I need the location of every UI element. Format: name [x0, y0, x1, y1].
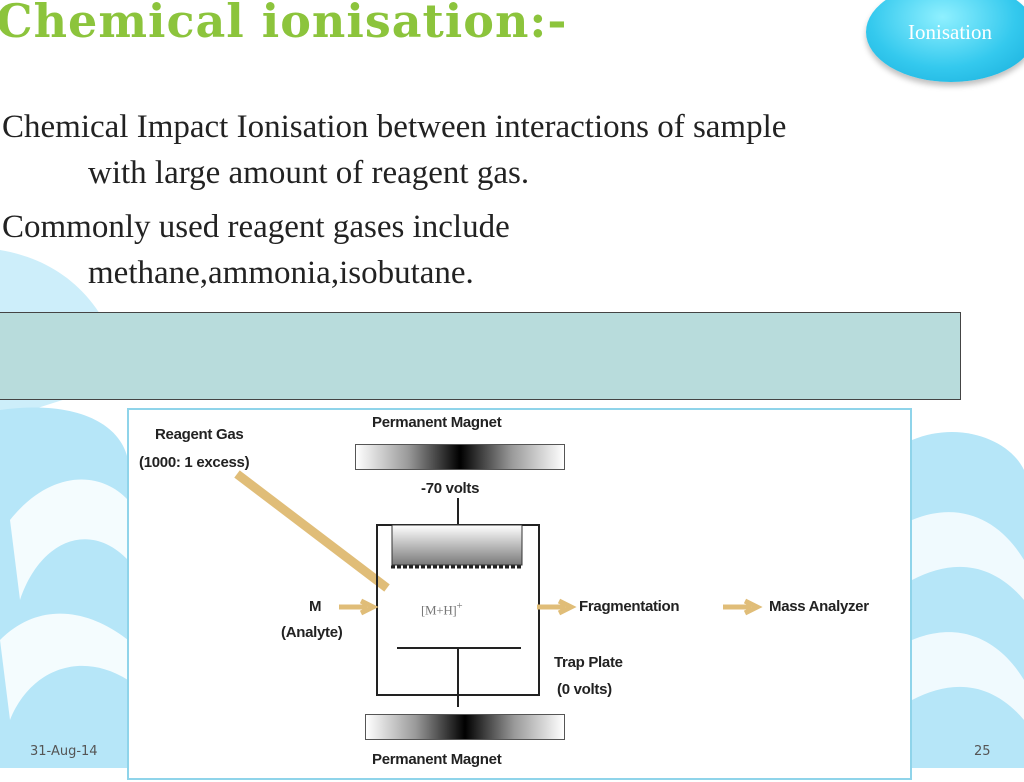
footer-date: 31-Aug-14 — [30, 744, 98, 759]
reagent-gas-label: Reagent Gas — [155, 426, 244, 443]
section-badge[interactable]: Ionisation — [866, 0, 1024, 82]
analyte-arrow — [339, 598, 379, 616]
chemical-ionisation-diagram: Permanent Magnet Reagent Gas (1000: 1 ex… — [127, 408, 912, 780]
top-magnet — [355, 444, 565, 470]
bullet-2-line-1: Commonly used reagent gases include — [2, 209, 510, 245]
bottom-magnet — [365, 714, 565, 740]
fragmentation-label: Fragmentation — [579, 598, 680, 615]
bullet-1-line-1: Chemical Impact Ionisation between inter… — [2, 109, 787, 145]
analyte-label: (Analyte) — [281, 624, 343, 641]
reagent-gas-arrow — [234, 470, 390, 592]
trap-voltage-label: (0 volts) — [557, 681, 612, 698]
repeller-plate — [391, 524, 523, 566]
ion-charge: + — [456, 600, 463, 612]
reagent-ratio-label: (1000: 1 excess) — [139, 454, 250, 471]
voltage-label: -70 volts — [421, 480, 480, 497]
bullet-2-line-2: methane,ammonia,isobutane. — [88, 255, 474, 291]
empty-text-box[interactable] — [0, 312, 961, 400]
slide-title: Chemical ionisation:- — [0, 0, 568, 48]
ion-formula: [M+H] — [421, 602, 457, 618]
diagram-lines — [234, 470, 763, 707]
analyte-symbol: M — [309, 598, 322, 615]
bullet-2: Commonly used reagent gases include meth… — [2, 204, 510, 296]
top-magnet-label: Permanent Magnet — [372, 414, 502, 431]
bullet-1-line-2: with large amount of reagent gas. — [88, 155, 530, 191]
bottom-magnet-label: Permanent Magnet — [372, 751, 502, 768]
footer-page-number: 25 — [974, 744, 991, 759]
ion-to-fragmentation-arrow — [537, 598, 577, 616]
bullet-1: Chemical Impact Ionisation between inter… — [2, 104, 786, 196]
section-badge-label: Ionisation — [908, 20, 992, 44]
fragmentation-to-analyzer-arrow — [723, 598, 763, 616]
trap-plate-label: Trap Plate — [554, 654, 623, 671]
protonated-ion-label: [M+H]+ — [421, 600, 463, 618]
mass-analyzer-label: Mass Analyzer — [769, 598, 869, 615]
